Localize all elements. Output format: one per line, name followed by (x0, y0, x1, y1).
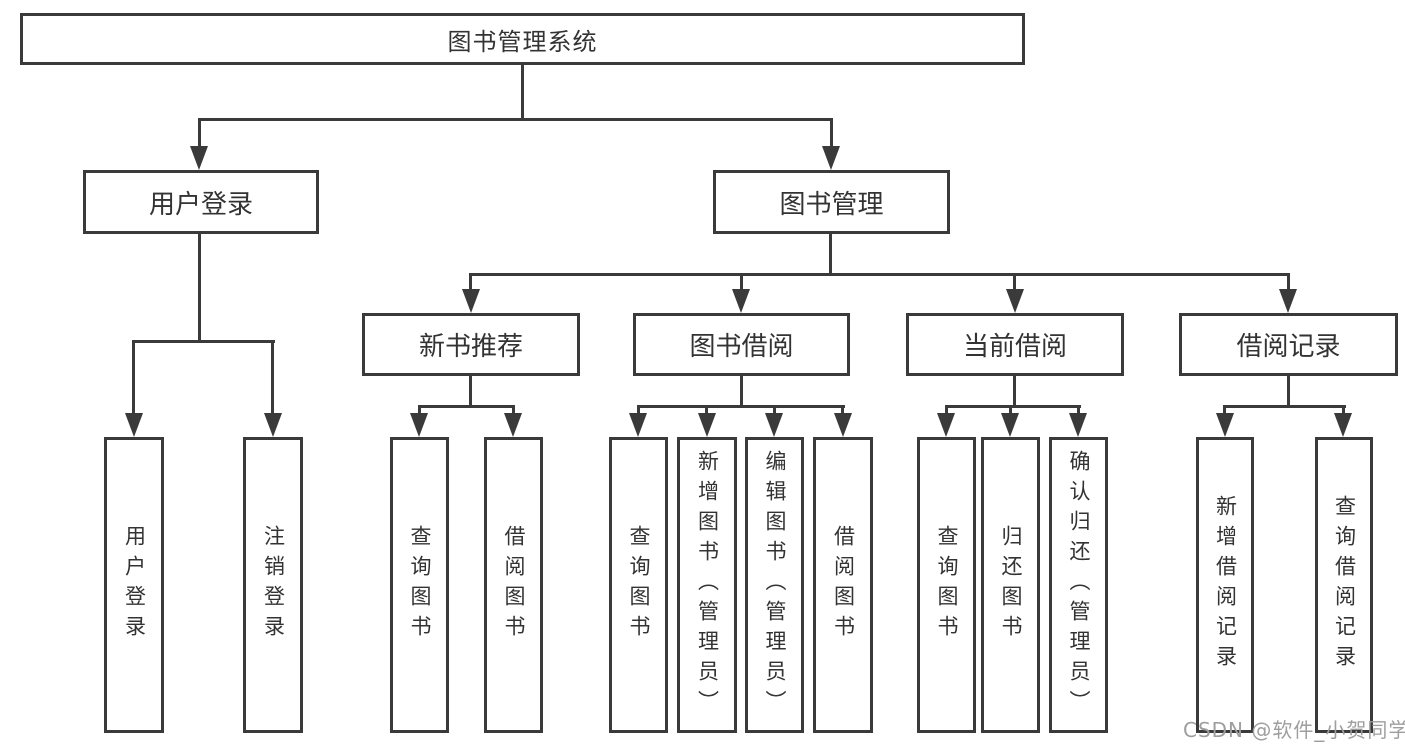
leaf-logout: 注销登录 (243, 437, 303, 733)
arrowhead-icon (1069, 413, 1087, 437)
leaf-borrow-edit-admin: 编辑图书（管理员） (745, 437, 804, 733)
leaf-records-query-label: 查询借阅记录 (1332, 495, 1357, 675)
node-book-management: 图书管理 (713, 170, 950, 234)
leaf-records-add: 新增借阅记录 (1196, 437, 1254, 733)
leaf-current-return: 归还图书 (981, 437, 1040, 733)
connector-line (198, 234, 201, 343)
connector-line (418, 405, 421, 417)
arrowhead-icon (1334, 413, 1352, 437)
connector-line (705, 405, 708, 417)
arrowhead-icon (1006, 289, 1024, 313)
connector-line (271, 340, 274, 415)
connector-line (740, 273, 743, 291)
leaf-logout-label: 注销登录 (261, 525, 286, 645)
connector-line (740, 376, 743, 408)
leaf-borrow-query-label: 查询图书 (627, 525, 651, 645)
arrowhead-icon (698, 413, 716, 437)
arrowhead-icon (125, 413, 143, 437)
leaf-current-return-label: 归还图书 (999, 525, 1023, 645)
leaf-borrow-add-admin: 新增图书（管理员） (677, 437, 737, 733)
arrowhead-icon (190, 146, 208, 170)
connector-line (1013, 376, 1016, 408)
connector-line (132, 340, 275, 343)
connector-line (637, 405, 845, 408)
connector-line (521, 64, 524, 121)
connector-line (1077, 405, 1080, 417)
node-new-books: 新书推荐 (362, 313, 580, 376)
leaf-borrow-add-admin-label: 新增图书（管理员） (695, 450, 720, 720)
leaf-newbooks-query-label: 查询图书 (408, 525, 432, 645)
arrowhead-icon (765, 413, 783, 437)
connector-line (841, 405, 844, 417)
leaf-borrow-query: 查询图书 (609, 437, 668, 733)
connector-line (469, 273, 1289, 276)
arrowhead-icon (1279, 289, 1297, 313)
connector-line (829, 234, 832, 276)
connector-line (1223, 405, 1346, 408)
connector-line (830, 118, 833, 148)
connector-line (418, 405, 515, 408)
leaf-user-login-label: 用户登录 (122, 525, 147, 645)
connector-line (637, 405, 640, 417)
arrowhead-icon (504, 413, 522, 437)
connector-line (1287, 273, 1290, 291)
node-book-borrow: 图书借阅 (633, 313, 850, 376)
arrowhead-icon (937, 413, 955, 437)
connector-line (1013, 273, 1016, 291)
connector-line (773, 405, 776, 417)
arrowhead-icon (834, 413, 852, 437)
connector-line (1009, 405, 1012, 417)
node-current-borrow: 当前借阅 (906, 313, 1124, 376)
arrowhead-icon (410, 413, 428, 437)
leaf-current-query: 查询图书 (917, 437, 976, 733)
connector-line (198, 118, 201, 148)
node-user-login: 用户登录 (83, 170, 319, 234)
leaf-records-add-label: 新增借阅记录 (1213, 495, 1238, 675)
connector-line (198, 118, 833, 121)
arrowhead-icon (629, 413, 647, 437)
connector-line (132, 340, 135, 415)
leaf-borrow-edit-admin-label: 编辑图书（管理员） (763, 450, 787, 720)
leaf-current-confirm-admin: 确认归还（管理员） (1049, 437, 1108, 733)
connector-line (1223, 405, 1226, 417)
arrowhead-icon (462, 289, 480, 313)
arrowhead-icon (264, 413, 282, 437)
leaf-user-login: 用户登录 (104, 437, 164, 733)
leaf-records-query: 查询借阅记录 (1315, 437, 1373, 733)
node-borrow-records: 借阅记录 (1179, 313, 1398, 376)
arrowhead-icon (1001, 413, 1019, 437)
node-system-root: 图书管理系统 (20, 13, 1025, 65)
connector-line (945, 405, 948, 417)
leaf-borrow-borrow-label: 借阅图书 (831, 525, 856, 645)
connector-line (469, 376, 472, 408)
connector-line (1287, 376, 1290, 408)
arrowhead-icon (822, 146, 840, 170)
leaf-newbooks-borrow-label: 借阅图书 (502, 525, 526, 645)
arrowhead-icon (1216, 413, 1234, 437)
leaf-borrow-borrow: 借阅图书 (813, 437, 873, 733)
connector-line (512, 405, 515, 417)
watermark-text: CSDN @软件_小贺同学 (1183, 718, 1405, 742)
leaf-newbooks-query: 查询图书 (390, 437, 449, 733)
arrowhead-icon (732, 289, 750, 313)
leaf-current-confirm-admin-label: 确认归还（管理员） (1067, 450, 1091, 720)
connector-line (469, 273, 472, 291)
leaf-newbooks-borrow: 借阅图书 (484, 437, 543, 733)
leaf-current-query-label: 查询图书 (935, 525, 959, 645)
connector-line (1342, 405, 1345, 417)
connector-line (945, 405, 1081, 408)
